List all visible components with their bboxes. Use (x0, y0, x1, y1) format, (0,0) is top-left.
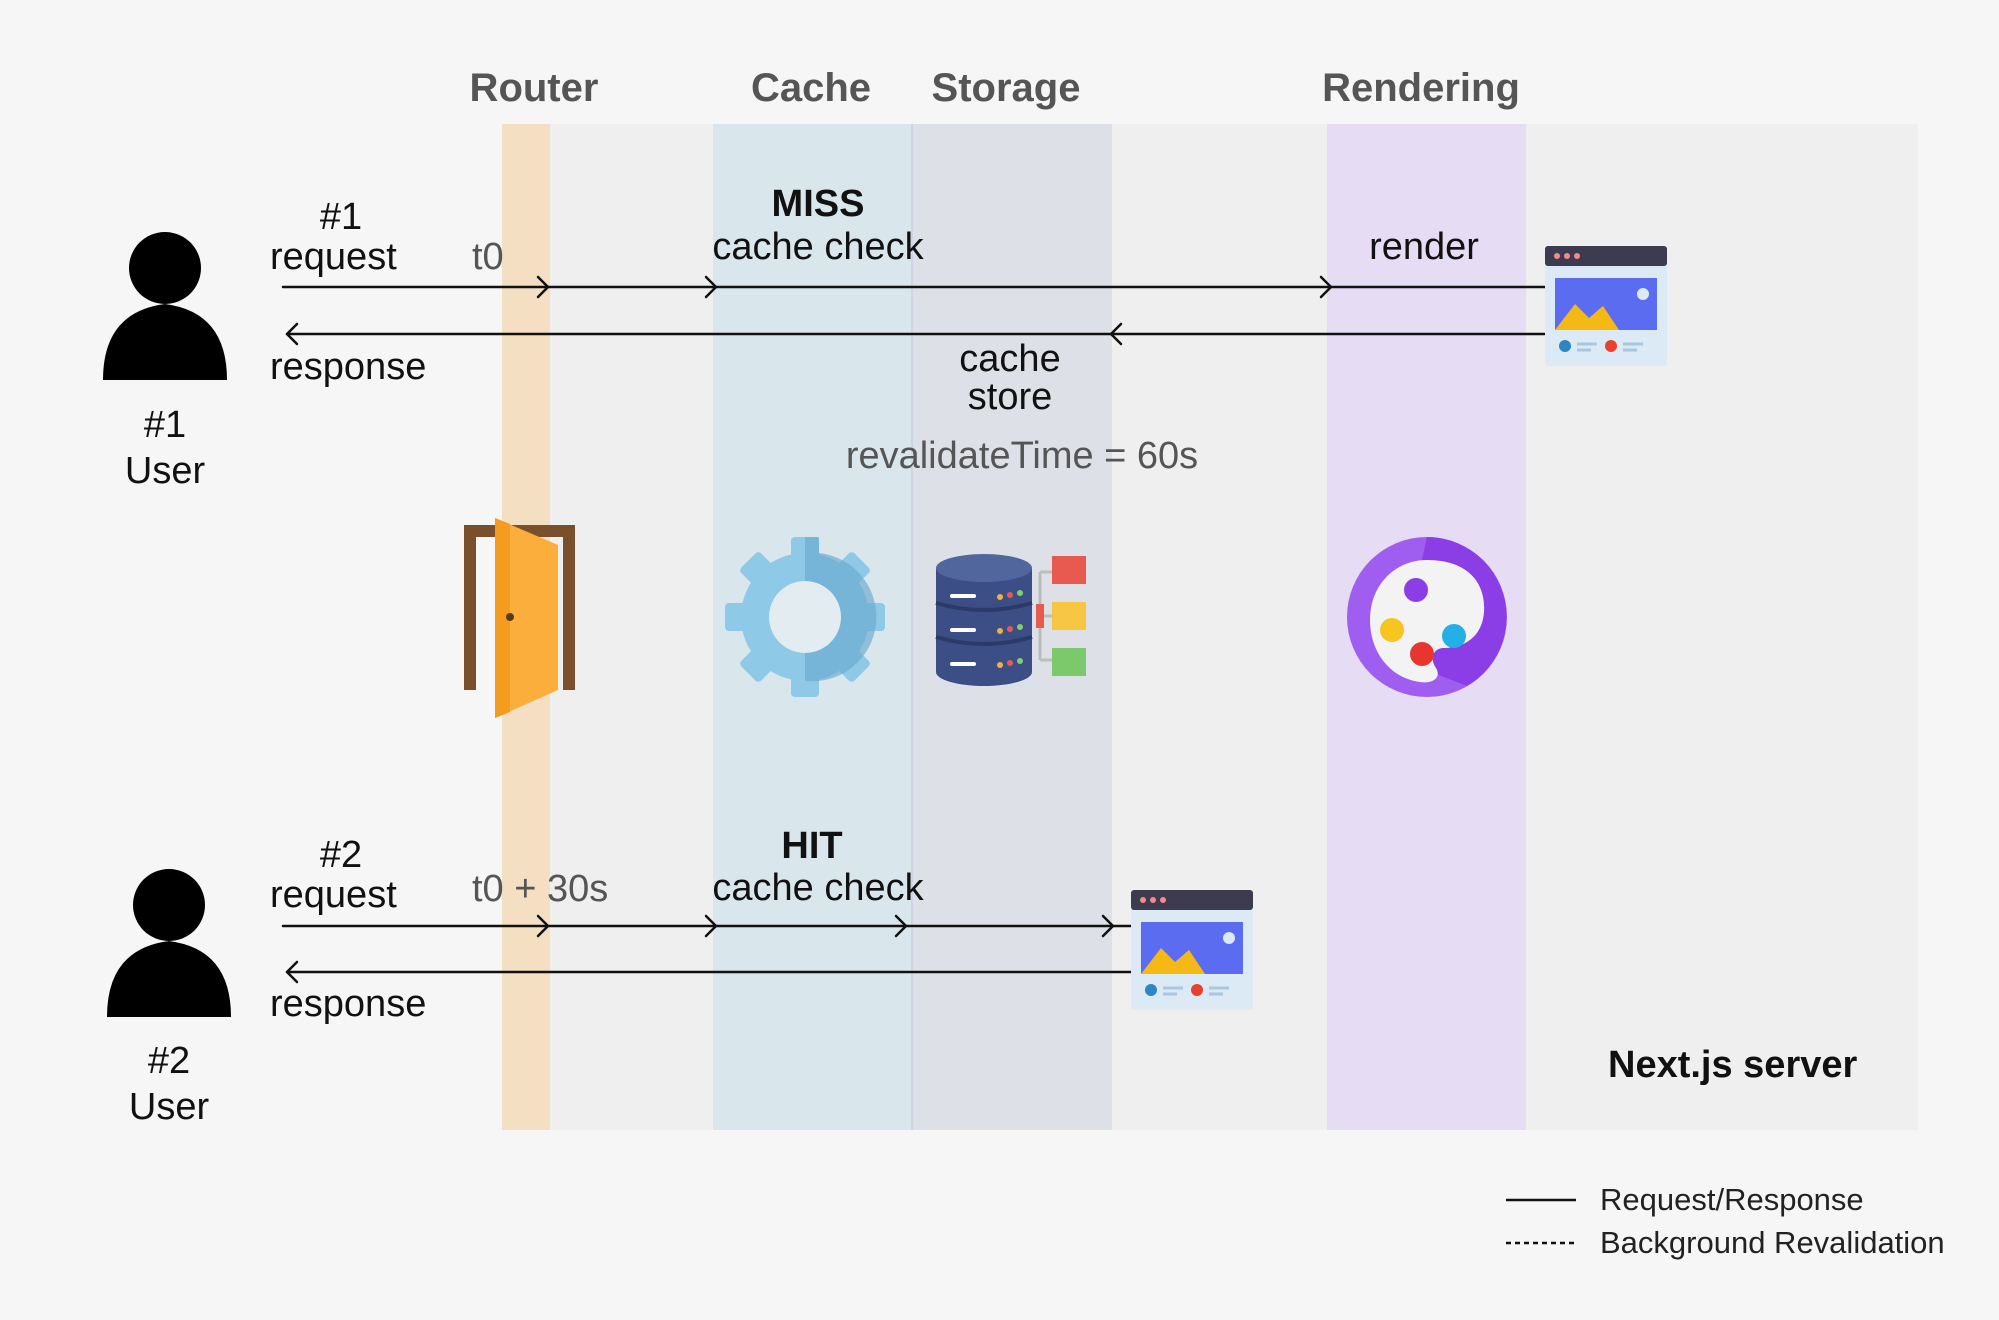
router-heading: Router (469, 66, 599, 110)
user-icon (103, 232, 227, 380)
database-icon (935, 554, 1086, 686)
arrowhead (285, 960, 299, 984)
arrowhead (536, 914, 550, 938)
door-icon (464, 518, 575, 718)
arrowhead (285, 322, 299, 346)
user2-label: User (128, 1086, 210, 1128)
rendering-heading: Rendering (1322, 66, 1520, 110)
user2-number: #2 (147, 1040, 191, 1082)
webpage-icon (1131, 890, 1253, 1010)
arrowhead (704, 914, 718, 938)
flow1-request-word: request (270, 236, 397, 278)
arrowhead (704, 275, 718, 299)
flow2-response: response (270, 983, 427, 1025)
flow2-request-number: #2 (319, 834, 363, 876)
legend-solid-label: Request/Response (1600, 1182, 1864, 1217)
revalidate-time: revalidateTime = 60s (845, 435, 1199, 477)
arrowhead (1319, 275, 1333, 299)
user1-number: #1 (143, 404, 187, 446)
flow2-status: HIT (781, 825, 843, 867)
arrowhead (536, 275, 550, 299)
flow1-request-number: #1 (319, 196, 363, 238)
server-label: Next.js server (1608, 1044, 1858, 1086)
webpage-icon (1545, 246, 1667, 366)
legend-dashed-label: Background Revalidation (1600, 1225, 1945, 1260)
arrowhead (894, 914, 908, 938)
flow1-cache-store-line2: store (967, 376, 1053, 418)
arrowhead (1109, 322, 1123, 346)
user1-label: User (124, 450, 206, 492)
user-icon (107, 869, 231, 1017)
arrowhead (1101, 914, 1115, 938)
flow2-time: t0 + 30s (472, 868, 609, 910)
flow1-status: MISS (771, 183, 865, 225)
flow2-cache-check: cache check (712, 867, 924, 909)
flow1-time: t0 (472, 236, 504, 278)
flow1-cache-store-line1: cache (959, 338, 1061, 380)
palette-icon (1347, 537, 1507, 697)
flow2-request-word: request (270, 874, 397, 916)
flow1-cache-check: cache check (712, 226, 924, 268)
flow1-response: response (270, 346, 427, 388)
storage-heading: Storage (931, 66, 1081, 110)
gear-icon (725, 537, 885, 697)
cache-heading: Cache (750, 66, 872, 110)
flow1-render: render (1369, 226, 1479, 268)
